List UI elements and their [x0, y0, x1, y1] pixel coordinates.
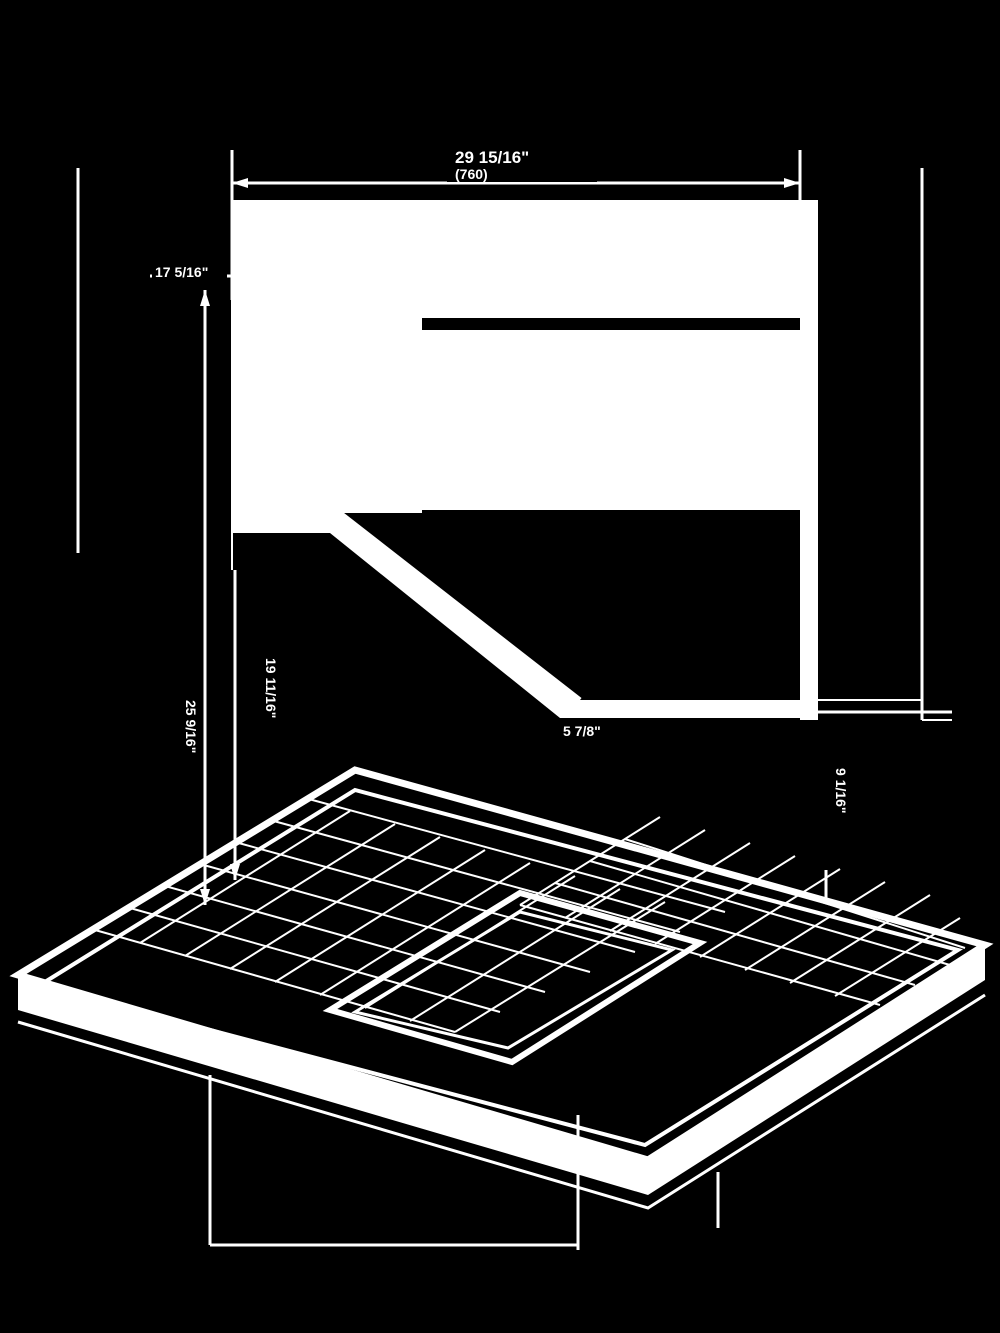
cooktop-apron-edge-2: [17, 993, 986, 1210]
center-burner-island: [322, 889, 708, 1066]
grate-d-4: [654, 855, 796, 945]
duct-label-bg: [560, 720, 630, 740]
range-hood-body: [232, 200, 818, 720]
left-v-value-a: 25 9/16": [183, 700, 199, 753]
grate-a-3: [164, 885, 546, 993]
hood-right-edge: [800, 200, 818, 720]
grate-b-2: [139, 810, 351, 944]
grate-d-6: [744, 881, 886, 971]
hood-lower-skirt: [232, 513, 805, 718]
grate-a-4: [199, 863, 591, 973]
hood-h-arrow-top: [200, 290, 210, 306]
hood-upper-face: [232, 200, 802, 318]
grate-a-5: [234, 841, 636, 953]
left-v-label-a-bg: [168, 688, 192, 796]
duct-dimension-group: 5 7/8": [560, 712, 640, 740]
grate-d-8: [834, 917, 961, 997]
grate-d-1: [519, 816, 661, 906]
hood-height-dimension-group: 17 5/16": [150, 262, 232, 570]
hood-h-value: 17 5/16": [155, 264, 208, 280]
top-dim-label-bg: [447, 144, 597, 182]
right-vertical-dimension-group: 9 1/16": [818, 710, 952, 900]
grate-c-4: [624, 838, 966, 949]
hood-skirt-edge: [338, 511, 582, 702]
grate-a-6: [269, 819, 681, 933]
top-dim-value: 29 15/16": [455, 148, 529, 167]
cooktop-control-strip: [197, 1042, 641, 1178]
grate-b-6: [319, 862, 531, 996]
grate-c-1: [519, 904, 881, 1006]
grate-b-5: [274, 849, 486, 983]
center-burner-island-inner: [351, 910, 676, 1050]
grate-a-2: [129, 907, 501, 1013]
top-dim-arrow-left: [232, 178, 248, 188]
burner-grate-lattice: [94, 797, 966, 1033]
grate-b-4: [229, 836, 441, 970]
top-dim-value-mm: (760): [455, 166, 488, 182]
left-v-label-b-bg: [248, 648, 272, 766]
cooktop-assembly: [9, 766, 994, 1210]
duct-value: 5 7/8": [563, 723, 601, 739]
hood-left-panel: [232, 318, 422, 513]
hood-canopy-face: [422, 330, 802, 510]
left-v-value-b: 19 11/16": [263, 658, 279, 718]
cooktop-right-apron: [648, 945, 985, 1195]
grate-b-1: [94, 797, 306, 931]
grate-d-3: [609, 842, 751, 932]
right-v-value: 9 1/16": [833, 768, 849, 814]
cooktop-control-strip-2: [209, 1060, 649, 1192]
top-dimension-group: 29 15/16" (760): [230, 144, 802, 300]
right-v-label-bg: [818, 758, 840, 870]
grate-a-7: [304, 797, 726, 913]
grate-d-7: [789, 894, 931, 984]
cooktop-top-plate-inner: [34, 787, 963, 1148]
top-dim-arrow-right: [784, 178, 800, 188]
left-vertical-dimension-group: 25 9/16" 19 11/16": [168, 570, 279, 905]
hood-h-label-bg: [152, 262, 227, 282]
grate-d-2: [564, 829, 706, 919]
grate-b-3: [184, 823, 396, 957]
grate-d-5: [699, 868, 841, 958]
